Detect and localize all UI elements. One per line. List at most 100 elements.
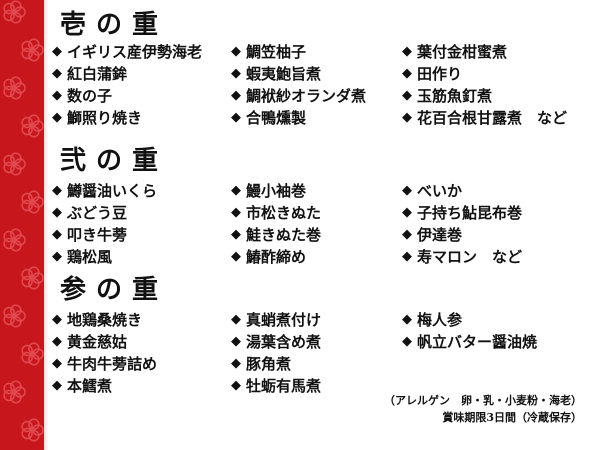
diamond-bullet-icon: ◆: [231, 66, 241, 81]
flower-petal: [10, 76, 22, 89]
diamond-bullet-icon: ◆: [52, 312, 62, 327]
flower-petal: [10, 152, 22, 165]
menu-item: ◆帆立バター醤油焼: [402, 333, 538, 351]
flower-petal: [14, 310, 26, 322]
diamond-bullet-icon: ◆: [402, 44, 412, 59]
diamond-bullet-icon: ◆: [231, 44, 241, 59]
flower-petal: [32, 424, 44, 436]
menu-item: ◆田作り: [402, 65, 463, 83]
flower-petal: [14, 158, 26, 170]
diamond-bullet-icon: ◆: [402, 227, 412, 242]
flower-petal: [21, 420, 33, 433]
diamond-bullet-icon: ◆: [402, 334, 412, 349]
menu-item: ◆鰆酢締め: [231, 248, 307, 266]
menu-item: ◆黄金慈姑: [52, 333, 128, 351]
flower-petal: [21, 344, 33, 357]
flower-petal: [3, 313, 15, 326]
flower-petal: [28, 114, 40, 127]
flower-petal: [32, 196, 44, 208]
tier-1-column-3: ◆葉付金柑蜜煮 ◆田作り ◆玉筋魚釘煮 ◆花百合根甘露煮 など: [402, 41, 577, 129]
menu-item: ◆蝦夷鮑旨煮: [231, 65, 322, 83]
red-decorative-ribbon: [0, 0, 44, 450]
flower-petal: [10, 391, 22, 404]
diamond-bullet-icon: ◆: [231, 378, 241, 393]
flower-petal: [32, 348, 44, 360]
flower-petal: [28, 190, 40, 203]
diamond-bullet-icon: ◆: [52, 88, 62, 103]
menu-item: ◆本鱈煮: [52, 377, 113, 395]
flower-petal: [32, 272, 44, 284]
diamond-bullet-icon: ◆: [231, 88, 241, 103]
diamond-bullet-icon: ◆: [402, 88, 412, 103]
flower-petal: [10, 380, 22, 393]
diamond-bullet-icon: ◆: [402, 249, 412, 264]
diamond-bullet-icon: ◆: [52, 334, 62, 349]
flower-petal: [28, 38, 40, 51]
tier-3-column-2: ◆真蛸煮付け ◆湯葉含め煮 ◆豚角煮 ◆牡蛎有馬煮: [231, 309, 406, 397]
flower-petal: [14, 6, 26, 18]
tier-1-title: 壱の重: [60, 10, 169, 40]
flower-petal: [10, 239, 22, 252]
diamond-bullet-icon: ◆: [231, 249, 241, 264]
diamond-bullet-icon: ◆: [52, 183, 62, 198]
menu-item: ◆真蛸煮付け: [231, 311, 322, 329]
tier-2-column-3: ◆べいか ◆子持ち鮎昆布巻 ◆伊達巻 ◆寿マロン など: [402, 180, 577, 268]
expiry-note: 賞味期限3日間（冷蔵保存）: [442, 411, 582, 424]
diamond-bullet-icon: ◆: [231, 312, 241, 327]
flower-petal: [21, 47, 33, 60]
flower-petal: [32, 120, 44, 132]
tier-2-column-1: ◆鱒醤油いくら ◆ぶどう豆 ◆叩き牛蒡 ◆鶏松風: [52, 180, 227, 268]
menu-item: ◆牡蛎有馬煮: [231, 377, 322, 395]
diamond-bullet-icon: ◆: [231, 227, 241, 242]
menu-item: ◆葉付金柑蜜煮: [402, 43, 508, 61]
flower-petal: [28, 201, 40, 214]
menu-item: ◆市松きぬた: [231, 204, 322, 222]
tier-2-column-2: ◆鰻小袖巻 ◆市松きぬた ◆鮭きぬた巻 ◆鰆酢締め: [231, 180, 406, 268]
flower-petal: [3, 230, 15, 243]
flower-petal: [21, 123, 33, 136]
flower-petal: [28, 353, 40, 366]
menu-item: ◆鯛笠柚子: [231, 43, 307, 61]
flower-petal: [3, 2, 15, 15]
flower-petal: [3, 161, 15, 174]
flower-petal: [10, 0, 22, 13]
flower-petal: [10, 11, 22, 24]
menu-item: ◆鰻小袖巻: [231, 182, 307, 200]
menu-item: ◆伊達巻: [402, 226, 463, 244]
tier-3-title: 参の重: [60, 275, 169, 305]
diamond-bullet-icon: ◆: [52, 66, 62, 81]
flower-petal: [3, 237, 15, 250]
flower-petal: [28, 266, 40, 279]
flower-petal: [10, 228, 22, 241]
menu-item: ◆牛肉牛蒡詰め: [52, 355, 158, 373]
diamond-bullet-icon: ◆: [402, 312, 412, 327]
flower-petal: [21, 427, 33, 440]
menu-item: ◆豚角煮: [231, 355, 292, 373]
flower-petal: [14, 234, 26, 246]
diamond-bullet-icon: ◆: [52, 44, 62, 59]
flower-petal: [10, 87, 22, 100]
menu-item: ◆玉筋魚釘煮: [402, 87, 493, 105]
menu-item: ◆寿マロン など: [402, 248, 523, 266]
diamond-bullet-icon: ◆: [231, 334, 241, 349]
tier-1-column-1: ◆イギリス産伊勢海老 ◆紅白蒲鉾 ◆数の子 ◆鰤照り焼き: [52, 41, 227, 129]
flower-petal: [21, 192, 33, 205]
menu-item: ◆数の子: [52, 87, 113, 105]
flower-petal: [10, 163, 22, 176]
tier-3-column-3: ◆梅人参 ◆帆立バター醤油焼: [402, 309, 577, 353]
diamond-bullet-icon: ◆: [402, 110, 412, 125]
flower-petal: [14, 82, 26, 94]
diamond-bullet-icon: ◆: [231, 110, 241, 125]
flower-petal: [21, 268, 33, 281]
flower-petal: [21, 116, 33, 129]
menu-item: ◆地鶏桑焼き: [52, 311, 143, 329]
diamond-bullet-icon: ◆: [52, 378, 62, 393]
diamond-bullet-icon: ◆: [52, 356, 62, 371]
menu-item: ◆鰤照り焼き: [52, 109, 143, 127]
flower-petal: [28, 418, 40, 431]
flower-petal: [3, 306, 15, 319]
flower-pattern-icon: [3, 0, 44, 442]
flower-petal: [21, 351, 33, 364]
menu-item: ◆鮭きぬた巻: [231, 226, 322, 244]
flower-petal: [3, 382, 15, 395]
